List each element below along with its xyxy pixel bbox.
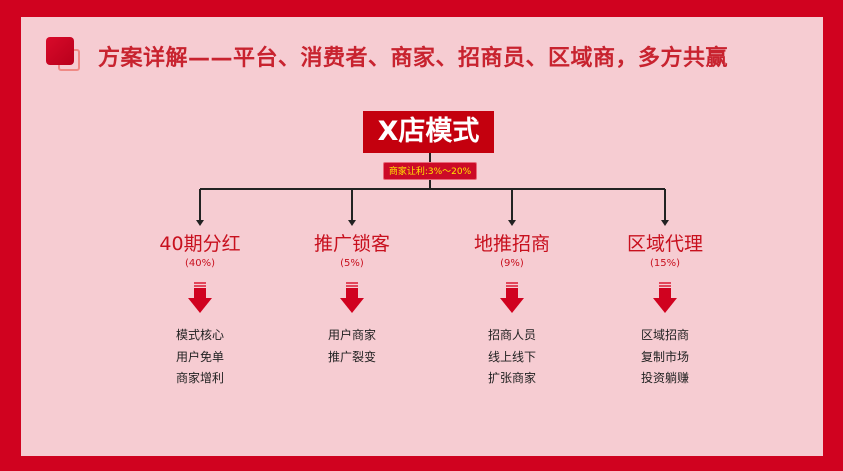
- list-item: 用户免单: [175, 349, 224, 364]
- arrow-down-icon: [188, 282, 212, 313]
- root-badge: 商家让利:3%～20%: [383, 162, 477, 180]
- content-panel: [21, 17, 823, 456]
- branch-percent: (9%): [500, 258, 524, 269]
- root-node: X店模式: [363, 111, 494, 153]
- arrow-down-icon: [500, 282, 524, 313]
- arrow-down-icon: [653, 282, 677, 313]
- list-item: 推广裂变: [327, 349, 376, 364]
- list-item: 线上线下: [487, 349, 536, 364]
- branch-title: 地推招商: [473, 233, 550, 255]
- branch-title: 区域代理: [626, 233, 703, 255]
- list-item: 复制市场: [640, 349, 689, 364]
- list-item: 模式核心: [175, 328, 224, 342]
- list-item: 商家增利: [175, 371, 224, 385]
- branch-items: 区域招商复制市场投资躺赚: [585, 325, 745, 390]
- list-item: 用户商家: [327, 328, 376, 342]
- page-title: 方案详解——平台、消费者、商家、招商员、区域商，多方共赢: [98, 46, 729, 71]
- branch-title: 推广锁客: [313, 233, 390, 255]
- branch-percent: (5%): [340, 258, 364, 269]
- logo-icon: [46, 37, 80, 71]
- list-item: 投资躺赚: [640, 371, 689, 385]
- branch-title: 40期分红: [159, 233, 241, 255]
- arrow-down-icon: [340, 282, 364, 313]
- list-item: 扩张商家: [487, 371, 536, 385]
- branch-percent: (40%): [184, 258, 216, 269]
- branch-percent: (15%): [649, 258, 681, 269]
- list-item: 区域招商: [640, 328, 689, 342]
- list-item: 招商人员: [487, 328, 536, 342]
- branch-items: 用户商家推广裂变: [272, 325, 432, 368]
- branch-items: 招商人员线上线下扩张商家: [432, 325, 592, 390]
- branch-items: 模式核心用户免单商家增利: [120, 325, 280, 390]
